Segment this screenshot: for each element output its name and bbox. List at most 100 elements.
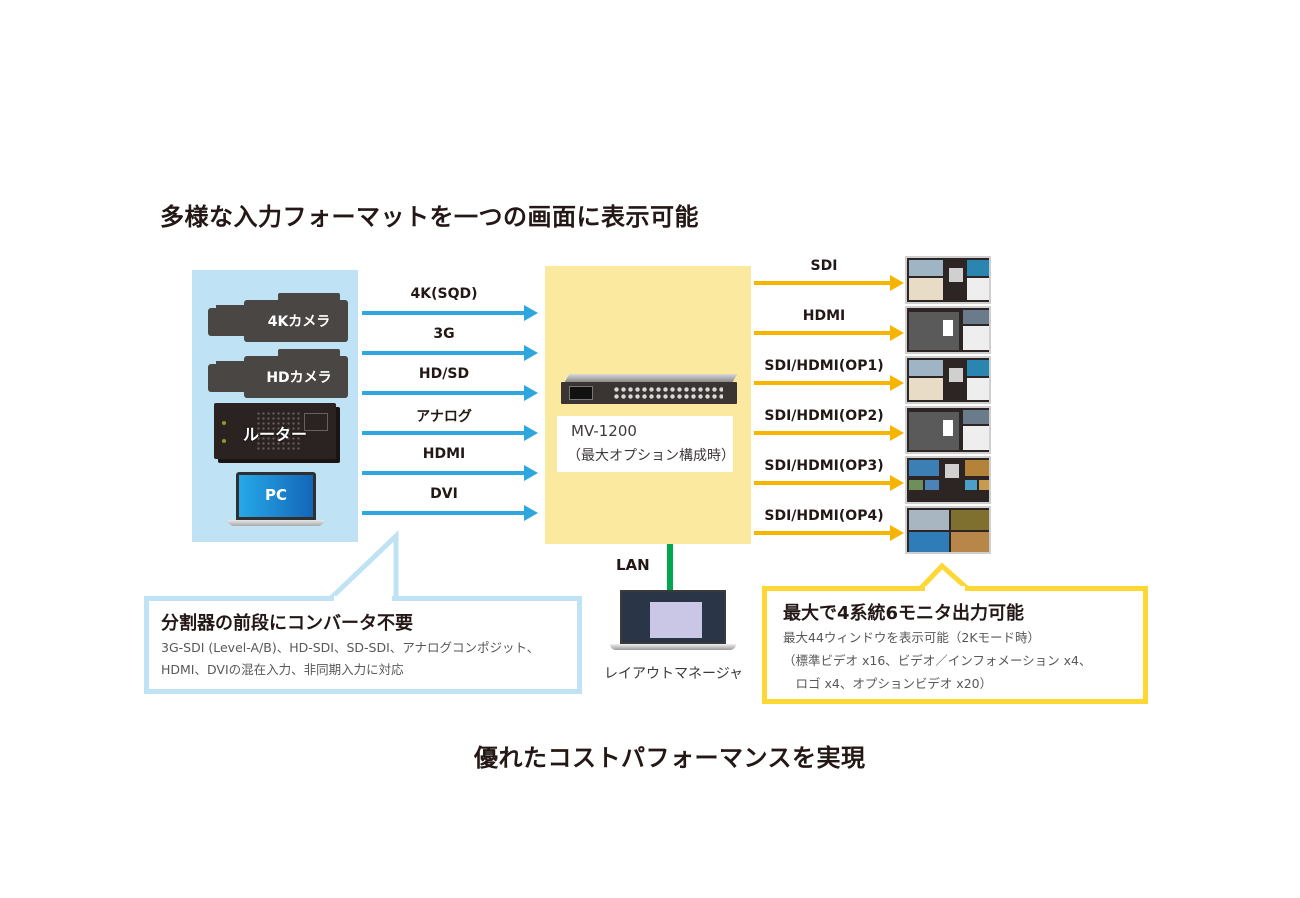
output-format-label: SDI/HDMI(OP1) (764, 358, 884, 374)
router-icon: ルーター (214, 403, 336, 459)
monitor-window (945, 464, 959, 478)
monitor-window (925, 480, 939, 490)
output-format-label: SDI (810, 258, 838, 274)
arrow-head-icon (524, 305, 538, 321)
input-format-label: HD/SD (418, 366, 470, 382)
monitor-window (967, 378, 989, 400)
headline-top: 多様な入力フォーマットを一つの画面に表示可能 (160, 203, 699, 231)
multiviewer-device-icon (561, 374, 738, 404)
model-name: MV-1200 (571, 422, 637, 440)
callout-blue-pointer (323, 530, 399, 602)
callout-inputs-title: 分割器の前段にコンバータ不要 (161, 613, 413, 634)
output-format-label: SDI/HDMI(OP2) (764, 408, 884, 424)
source-label: HDカメラ (266, 370, 332, 386)
output-arrow (754, 322, 906, 344)
model-label-box: MV-1200 （最大オプション構成時） (557, 416, 735, 472)
monitor-thumbnail (905, 256, 991, 304)
callout-inputs: 分割器の前段にコンバータ不要 3G-SDI (Level-A/B)、HD-SDI… (144, 596, 582, 694)
monitor-window (967, 360, 989, 376)
input-format-label: 3G (433, 326, 455, 342)
monitor-thumbnail (905, 356, 991, 404)
monitor-window (949, 268, 963, 282)
headline-bottom: 優れたコストパフォーマンスを実現 (474, 744, 866, 772)
arrow-head-icon (890, 525, 904, 541)
output-arrow (754, 472, 906, 494)
monitor-window (963, 410, 989, 424)
callout-outputs: 最大で4系統6モニタ出力可能 最大44ウィンドウを表示可能（2Kモード時） （標… (762, 586, 1148, 704)
monitor-window (951, 532, 989, 552)
camera-4k: 4Kカメラ (208, 293, 348, 342)
arrow-head-icon (890, 475, 904, 491)
monitor-window (963, 310, 989, 324)
input-arrow (362, 302, 538, 324)
input-arrow (362, 342, 538, 364)
camera-icon (278, 293, 340, 301)
monitor-thumbnail (905, 506, 991, 554)
monitor-window (909, 480, 923, 490)
output-arrow (754, 522, 906, 544)
monitor-window (909, 378, 943, 400)
output-arrow (754, 272, 906, 294)
monitor-thumbnail (905, 456, 991, 504)
camera-icon (278, 349, 340, 357)
monitor-window (943, 320, 953, 336)
arrow-head-icon (890, 375, 904, 391)
monitor-window (965, 460, 989, 476)
input-format-label: DVI (430, 486, 458, 502)
output-format-label: SDI/HDMI(OP4) (764, 508, 884, 524)
source-label: ルーター (242, 425, 307, 444)
monitor-window (909, 460, 939, 476)
input-arrow (362, 382, 538, 404)
input-format-label: 4K(SQD) (410, 286, 478, 302)
arrow-head-icon (890, 275, 904, 291)
monitor-window (967, 278, 989, 300)
monitor-window (949, 368, 963, 382)
laptop-icon: PC (228, 472, 324, 528)
monitor-window (943, 420, 953, 436)
model-note: （最大オプション構成時） (567, 448, 735, 464)
arrow-head-icon (524, 385, 538, 401)
monitor-window (967, 260, 989, 276)
callout-outputs-title: 最大で4系統6モニタ出力可能 (783, 603, 1025, 624)
arrow-head-icon (890, 325, 904, 341)
callout-inputs-line: HDMI、DVIの混在入力、非同期入力に対応 (161, 662, 404, 677)
source-label: PC (264, 486, 287, 504)
lan-label: LAN (616, 556, 650, 574)
monitor-thumbnail (905, 306, 991, 354)
callout-inputs-line: 3G-SDI (Level-A/B)、HD-SDI、SD-SDI、アナログコンポ… (161, 640, 540, 655)
monitor-window (909, 260, 943, 276)
camera-hd: HDカメラ (208, 349, 348, 398)
monitor-window (951, 510, 989, 530)
input-arrow (362, 422, 538, 444)
arrow-head-icon (524, 425, 538, 441)
callout-outputs-line: ロゴ x4、オプションビデオ x20） (783, 676, 993, 691)
input-arrow (362, 462, 538, 484)
input-arrow (362, 502, 538, 524)
monitor-window (909, 532, 949, 552)
callout-outputs-line: （標準ビデオ x16、ビデオ／インフォメーション x4、 (783, 653, 1092, 668)
arrow-head-icon (524, 345, 538, 361)
source-label: 4Kカメラ (267, 314, 331, 330)
output-format-label: SDI/HDMI(OP3) (764, 458, 884, 474)
arrow-head-icon (524, 505, 538, 521)
output-arrow (754, 422, 906, 444)
callout-outputs-line: 最大44ウィンドウを表示可能（2Kモード時） (783, 630, 1041, 645)
monitor-thumbnail (905, 406, 991, 454)
monitor-window (963, 326, 989, 350)
layout-manager-label: レイアウトマネージャ (604, 666, 744, 682)
output-format-label: HDMI (802, 308, 846, 324)
lan-connection-line (667, 544, 673, 596)
monitor-window (909, 510, 949, 530)
monitor-window (963, 426, 989, 450)
layout-manager-laptop-icon (610, 590, 736, 654)
monitor-window (909, 278, 943, 300)
monitor-window (979, 480, 989, 490)
input-format-label: HDMI (422, 446, 466, 462)
monitor-window (909, 360, 943, 376)
input-sources-panel: 4Kカメラ HDカメラ ルーター PC (192, 270, 358, 542)
monitor-window (965, 480, 977, 490)
input-format-label: アナログ (416, 409, 472, 425)
arrow-head-icon (890, 425, 904, 441)
output-arrow (754, 372, 906, 394)
arrow-head-icon (524, 465, 538, 481)
